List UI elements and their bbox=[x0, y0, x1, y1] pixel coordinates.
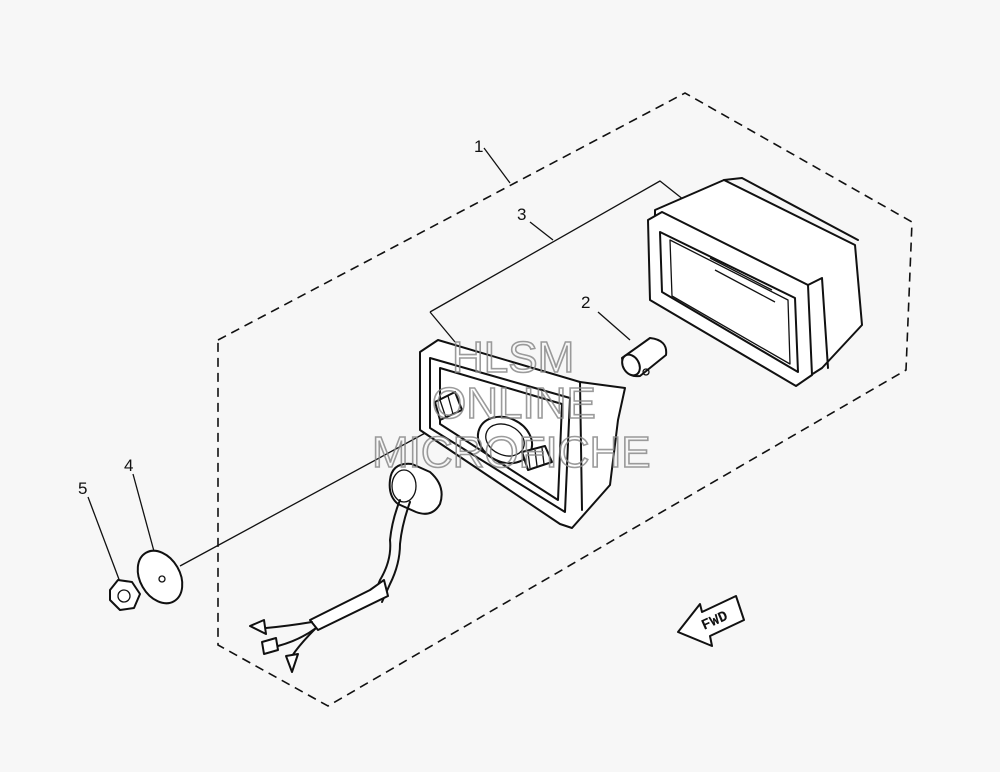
washer bbox=[136, 549, 184, 605]
assembly-axis-line bbox=[179, 424, 441, 567]
lens-housing bbox=[647, 177, 863, 387]
callout-2: 2 bbox=[581, 293, 590, 312]
watermark-line-3: MICROFICHE bbox=[372, 428, 651, 477]
callout-5: 5 bbox=[78, 479, 87, 498]
nut bbox=[109, 579, 141, 611]
socket-harness bbox=[249, 462, 443, 673]
leader-line-4 bbox=[132, 473, 156, 556]
subassembly-bracket bbox=[429, 180, 685, 343]
callout-4: 4 bbox=[124, 456, 133, 475]
watermark: HLSM ONLINE MICROFICHE bbox=[371, 332, 651, 478]
assembly-boundary bbox=[217, 92, 913, 707]
leader-line-3 bbox=[529, 221, 554, 241]
leader-line-5 bbox=[87, 496, 121, 583]
leader-line-2 bbox=[597, 311, 631, 341]
lamp-body bbox=[419, 339, 626, 529]
watermark-line-1: HLSM bbox=[452, 333, 574, 382]
callout-3: 3 bbox=[517, 205, 526, 224]
watermark-line-2: ONLINE bbox=[432, 379, 596, 428]
callout-1: 1 bbox=[474, 137, 483, 156]
fwd-arrow-icon: FWD bbox=[677, 595, 745, 647]
leader-line-1 bbox=[483, 147, 511, 184]
bulb bbox=[621, 337, 668, 378]
